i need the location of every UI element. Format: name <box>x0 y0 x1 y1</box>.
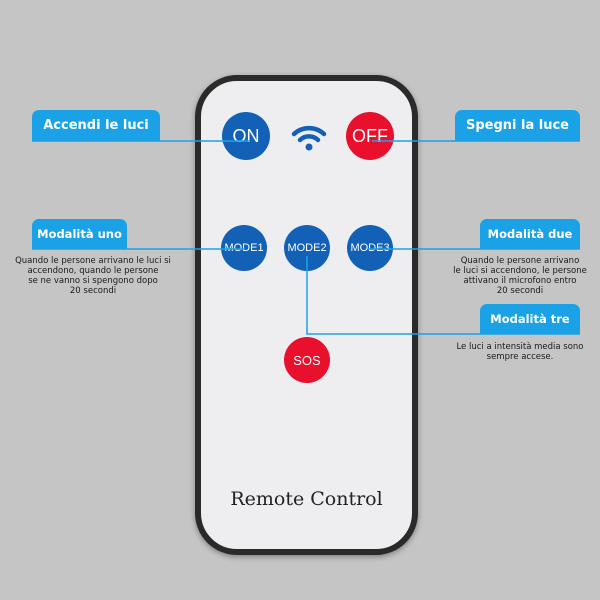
mode2-button[interactable]: MODE2 <box>284 225 330 271</box>
desc-line: Quando le persone arrivano <box>460 256 580 266</box>
mode3-button-label: MODE3 <box>350 242 390 254</box>
desc-line: sempre accese. <box>486 352 554 362</box>
mode2-button-label: MODE2 <box>287 242 327 254</box>
desc-line: se ne vanno si spengono dopo <box>28 276 158 286</box>
callout-mode2: Modalità due <box>480 219 580 249</box>
desc-line: attivano il microfono entro <box>463 276 577 286</box>
remote-title: Remote Control <box>230 488 383 510</box>
mode1-button[interactable]: MODE1 <box>221 225 267 271</box>
desc-line: le luci si accendono, le persone <box>453 266 587 276</box>
mode3-description: Le luci a intensità media sono sempre ac… <box>440 342 600 362</box>
on-button-label: ON <box>232 125 260 146</box>
mode2-description: Quando le persone arrivano le luci si ac… <box>440 256 600 296</box>
remote-control: ON OFF MODE1 MODE2 MODE3 SOS Remote Cont… <box>195 75 418 555</box>
desc-line: 20 secondi <box>496 286 544 296</box>
desc-line: Le luci a intensità media sono <box>456 342 584 352</box>
wifi-icon <box>291 125 327 151</box>
callout-on: Accendi le luci <box>32 110 160 141</box>
sos-button-label: SOS <box>293 352 321 368</box>
desc-line: accendono, quando le persone <box>27 266 159 276</box>
desc-line: 20 secondi <box>69 286 117 296</box>
mode1-button-label: MODE1 <box>224 242 264 254</box>
callout-mode1: Modalità uno <box>32 219 127 249</box>
desc-line: Quando le persone arrivano le luci si <box>15 256 171 266</box>
sos-button[interactable]: SOS <box>284 337 330 383</box>
on-button[interactable]: ON <box>222 112 270 160</box>
mode3-button[interactable]: MODE3 <box>347 225 393 271</box>
off-button-label: OFF <box>352 125 388 146</box>
mode1-description: Quando le persone arrivano le luci si ac… <box>0 256 186 296</box>
off-button[interactable]: OFF <box>346 112 394 160</box>
callout-mode3: Modalità tre <box>480 304 580 334</box>
callout-off: Spegni la luce <box>455 110 580 141</box>
